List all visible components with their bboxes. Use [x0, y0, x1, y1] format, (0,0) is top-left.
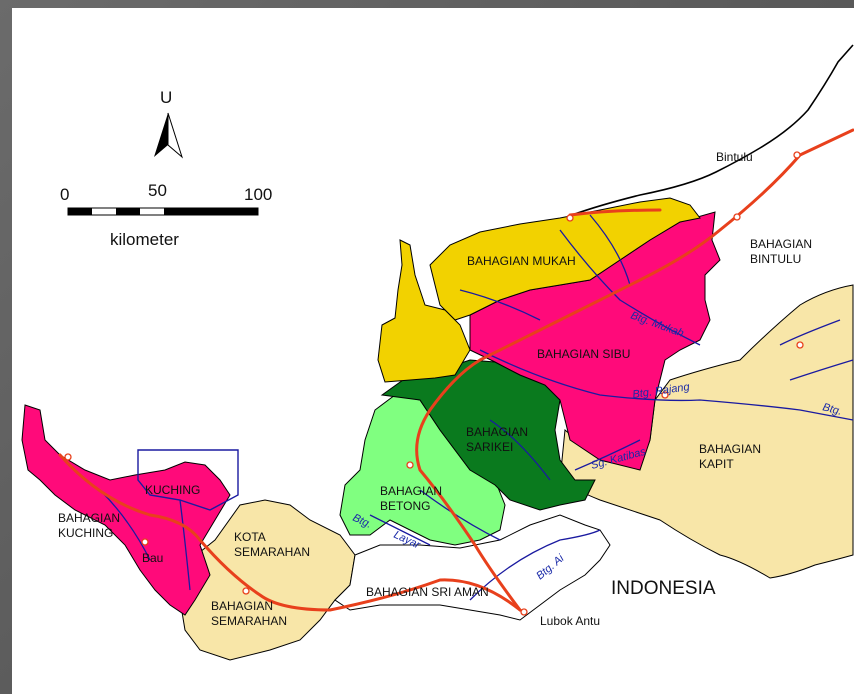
river-kuching-2 — [179, 499, 191, 591]
town-markers — [64, 151, 804, 616]
river-north-2 — [589, 214, 631, 286]
label-sarikei-1: BAHAGIAN — [466, 425, 528, 439]
label-sarikei-2: SARIKEI — [466, 440, 513, 454]
scale-tick-100: 100 — [244, 185, 272, 204]
river-rajang — [479, 349, 854, 421]
label-betong-2: BETONG — [380, 499, 430, 513]
town-marker-bintulu-2 — [733, 213, 741, 221]
town-marker-bintulu — [793, 151, 801, 159]
river-layar — [369, 514, 431, 546]
road-south-north — [415, 128, 854, 612]
town-marker-kuching — [64, 453, 72, 461]
label-bintulu-town: Bintulu — [716, 150, 753, 164]
label-kota-2: SEMARAHAN — [234, 545, 310, 559]
region-mukah — [429, 197, 701, 321]
label-kapit-1: BAHAGIAN — [699, 442, 761, 456]
town-marker-semarahan — [242, 587, 250, 595]
river-east-1 — [779, 319, 841, 346]
scale-unit: kilometer — [110, 230, 179, 249]
label-kuching-1: BAHAGIAN — [58, 511, 120, 525]
river-north-1 — [459, 289, 541, 321]
scale-tick-50: 50 — [148, 181, 167, 200]
town-marker-kapit — [661, 391, 669, 399]
label-kuching-city: KUCHING — [145, 483, 200, 497]
north-arrow-letter: U — [160, 88, 172, 107]
road-coastal — [58, 453, 522, 612]
town-marker-betong — [406, 461, 414, 469]
river-east-2 — [789, 359, 854, 381]
town-marker-east — [796, 341, 804, 349]
place-labels: KUCHING Bau Bintulu Lubok Antu — [142, 150, 753, 628]
town-marker-bau — [141, 538, 149, 546]
label-kapit-2: KAPIT — [699, 457, 734, 471]
road-mukah — [568, 208, 662, 217]
coastline — [571, 44, 854, 216]
label-bintulu-2: BINTULU — [750, 252, 801, 266]
label-semarahan-2: SEMARAHAN — [211, 614, 287, 628]
region-mukah-west — [377, 239, 471, 383]
river-katibas — [574, 439, 641, 471]
label-river-right: Btg. — [821, 401, 843, 418]
scale-tick-0: 0 — [60, 185, 69, 204]
town-marker-mukah — [566, 214, 574, 222]
river-ai — [469, 529, 601, 601]
region-labels: BAHAGIAN MUKAH BAHAGIAN SIBU BAHAGIAN SA… — [58, 237, 812, 628]
north-arrow: U — [154, 88, 184, 159]
roads — [58, 128, 854, 612]
region-betong — [339, 394, 506, 546]
label-mukah: BAHAGIAN MUKAH — [467, 254, 576, 268]
region-kuching — [21, 404, 231, 616]
river-betong — [419, 489, 501, 541]
label-betong-1: BAHAGIAN — [380, 484, 442, 498]
label-semarahan-1: BAHAGIAN — [211, 599, 273, 613]
label-sibu: BAHAGIAN SIBU — [537, 347, 630, 361]
region-kapit — [559, 284, 854, 579]
scale-bar: 0 50 100 kilometer — [60, 181, 272, 249]
region-sri-aman — [334, 514, 611, 621]
label-bau: Bau — [142, 551, 163, 565]
label-kota-1: KOTA — [234, 530, 266, 544]
town-marker-lubok-antu — [520, 608, 528, 616]
label-bintulu-1: BAHAGIAN — [750, 237, 812, 251]
river-mukah — [559, 229, 701, 346]
region-kuching-city-box — [137, 449, 239, 511]
label-lubok-antu: Lubok Antu — [540, 614, 600, 628]
label-sri-aman: BAHAGIAN SRI AMAN — [366, 585, 489, 599]
label-kuching-2: KUCHING — [58, 526, 113, 540]
label-indonesia: INDONESIA — [611, 578, 716, 599]
rivers — [99, 214, 854, 601]
river-sarikei — [489, 419, 551, 481]
